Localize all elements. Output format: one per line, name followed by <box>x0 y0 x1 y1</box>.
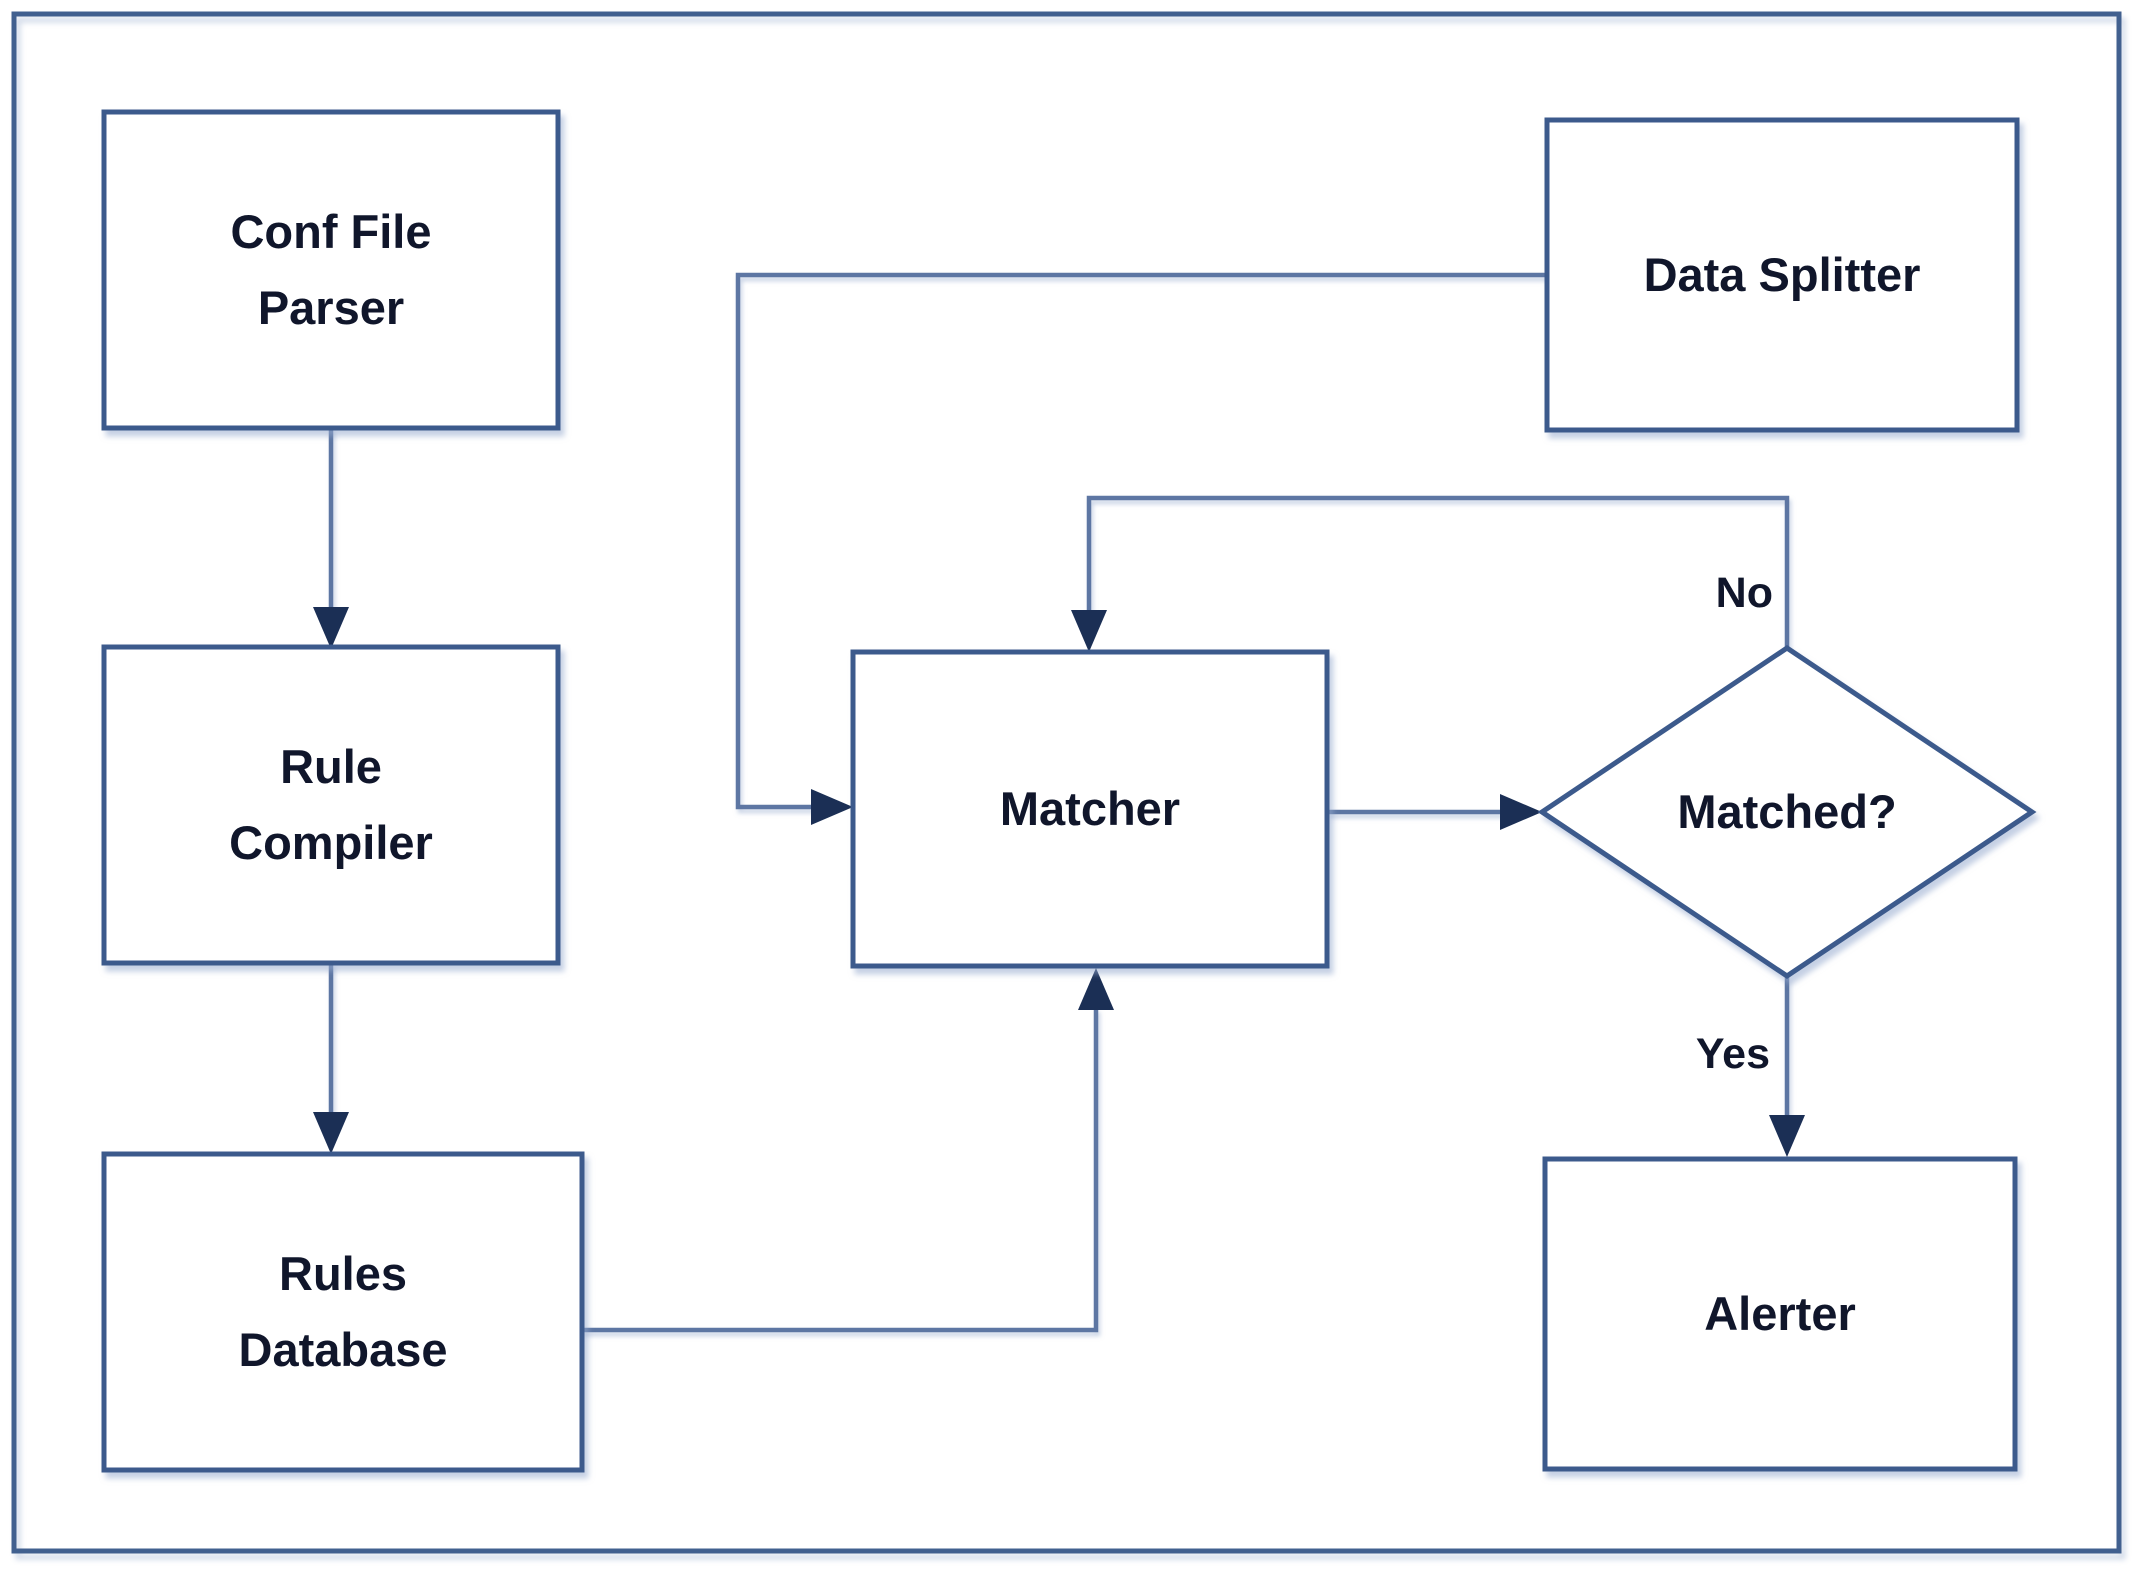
arrowhead-database-to-matcher <box>1078 968 1114 1010</box>
rule-compiler-box <box>101 644 561 966</box>
diagram-outer-frame <box>11 11 2122 1554</box>
connector-splitter-to-matcher <box>735 272 1547 810</box>
arrowhead-compiler-to-database <box>313 1112 349 1154</box>
connector-decision-no-to-matcher <box>1086 495 1790 648</box>
node-matcher: Matcher <box>850 649 1330 969</box>
node-rules-database: Rules Database <box>101 1151 585 1473</box>
matcher-box <box>850 649 1330 969</box>
edge-label-layer: No Yes <box>1696 569 1773 1078</box>
conf-file-parser-box <box>101 109 561 431</box>
alerter-label: Alerter <box>1704 1287 1856 1340</box>
conf-file-parser-label-line1: Conf File <box>230 205 431 258</box>
conf-file-parser-label-line2: Parser <box>258 281 404 334</box>
connector-layer <box>313 272 1805 1333</box>
node-layer: Conf File Parser Rule Compiler Rules Dat… <box>101 109 2037 1473</box>
connector-database-to-matcher <box>582 1008 1099 1333</box>
matcher-label: Matcher <box>1000 782 1180 835</box>
node-conf-file-parser: Conf File Parser <box>101 109 561 431</box>
arrowhead-decision-no-to-matcher <box>1071 610 1107 652</box>
arrowhead-matcher-to-decision <box>1500 794 1542 830</box>
node-data-splitter: Data Splitter <box>1544 117 2020 433</box>
rules-database-label-line2: Database <box>239 1323 448 1376</box>
node-rule-compiler: Rule Compiler <box>101 644 561 966</box>
alerter-box <box>1542 1156 2018 1472</box>
matched-decision-diamond <box>1537 644 2037 980</box>
rule-compiler-label-line1: Rule <box>280 740 382 793</box>
node-matched-decision: Matched? <box>1537 644 2037 980</box>
arrowhead-parser-to-compiler <box>313 607 349 649</box>
rules-database-label-line1: Rules <box>279 1247 407 1300</box>
arrowhead-decision-yes-to-alerter <box>1769 1115 1805 1157</box>
node-alerter: Alerter <box>1542 1156 2018 1472</box>
matched-decision-label: Matched? <box>1677 785 1896 838</box>
rule-compiler-label-line2: Compiler <box>229 816 433 869</box>
rules-database-box <box>101 1151 585 1473</box>
edge-label-no: No <box>1716 569 1773 617</box>
data-splitter-label: Data Splitter <box>1644 248 1921 301</box>
edge-label-yes: Yes <box>1696 1030 1770 1078</box>
data-splitter-box <box>1544 117 2020 433</box>
arrowhead-splitter-to-matcher <box>811 789 853 825</box>
